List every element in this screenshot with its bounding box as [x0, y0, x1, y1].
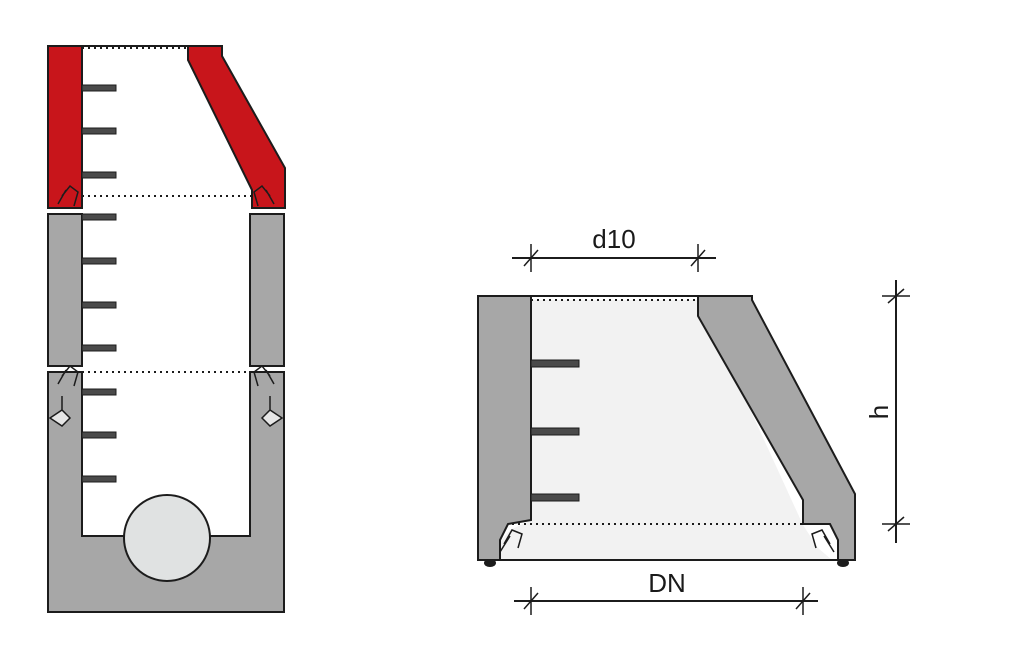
step — [530, 359, 580, 368]
manhole-assembly — [47, 45, 286, 613]
joint-seal-left-lower — [57, 364, 79, 387]
joint-seal-left — [499, 529, 523, 553]
manhole-steps — [81, 84, 117, 483]
ring-section-right — [249, 213, 285, 367]
support-foot-right — [837, 559, 849, 567]
lifting-anchor-left — [48, 396, 72, 427]
step — [81, 257, 117, 265]
cone-section-right-wall — [187, 45, 286, 209]
step — [81, 127, 117, 135]
step — [81, 431, 117, 439]
step — [81, 213, 117, 221]
step — [81, 344, 117, 352]
support-foot-left — [484, 559, 496, 567]
joint-seal-right-upper — [253, 184, 275, 207]
joint-seal-right — [811, 529, 835, 553]
step — [530, 493, 580, 502]
dimension-h: h — [864, 280, 910, 543]
step — [530, 427, 580, 436]
label-h: h — [864, 405, 894, 419]
dimension-dn: DN — [514, 568, 818, 615]
step — [81, 171, 117, 179]
step — [81, 301, 117, 309]
cone-detail-left-wall — [477, 295, 532, 561]
joint-seal-right-lower — [253, 364, 275, 387]
ring-section-left — [47, 213, 83, 367]
dimension-d10: d10 — [512, 224, 716, 272]
cone-section-left-wall — [47, 45, 83, 209]
step — [81, 388, 117, 396]
step — [81, 84, 117, 92]
label-dn: DN — [648, 568, 686, 598]
lifting-anchor-right — [260, 396, 284, 427]
step — [81, 475, 117, 483]
cone-detail — [477, 295, 856, 567]
pipe-opening — [123, 494, 211, 582]
cone-detail-right-wall — [697, 295, 856, 561]
joint-seal-left-upper — [57, 184, 79, 207]
label-d10: d10 — [592, 224, 635, 254]
